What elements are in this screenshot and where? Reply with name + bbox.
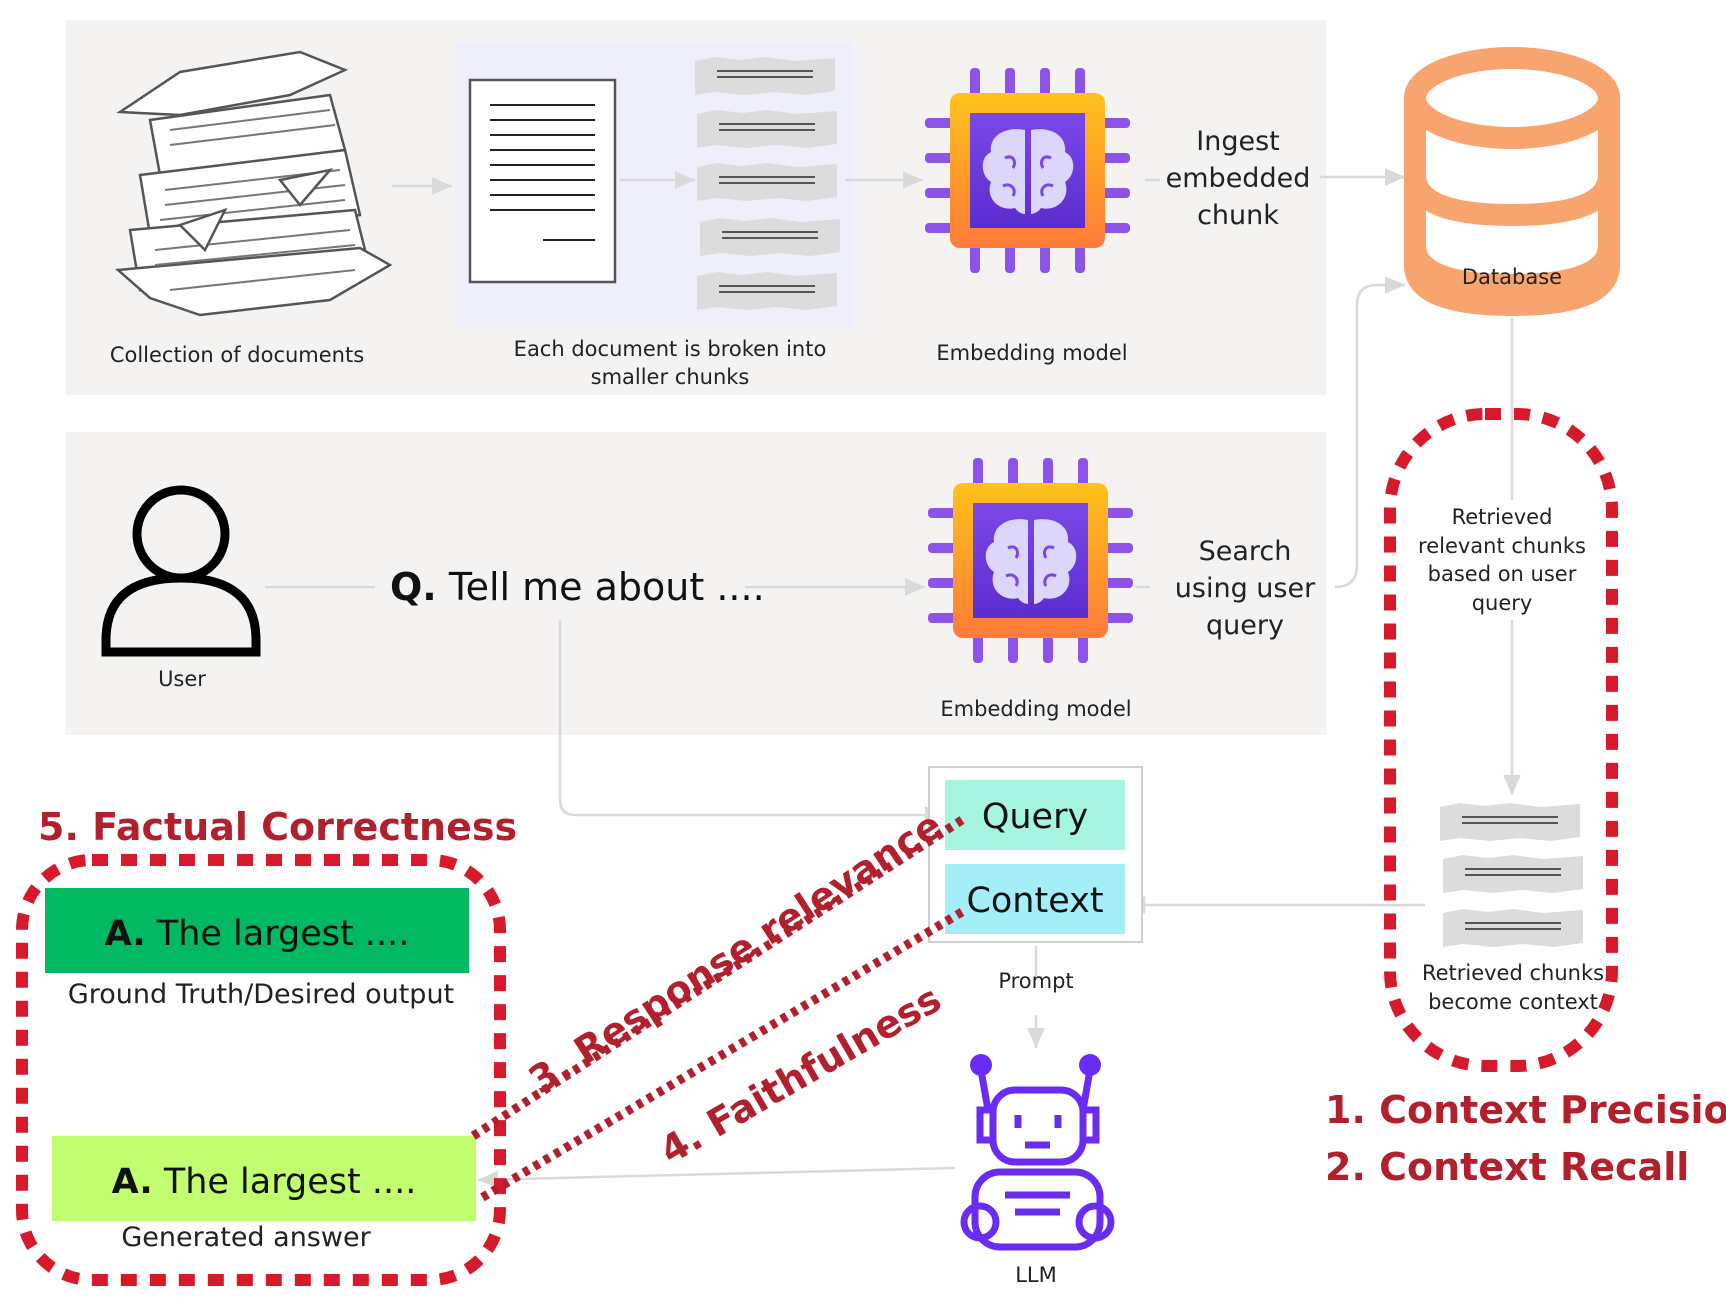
user-label: User	[158, 667, 206, 691]
retrieved-line1: Retrieved	[1452, 505, 1553, 529]
retrieved-chunk-icon	[1442, 908, 1584, 948]
embedding-label-query: Embedding model	[940, 697, 1131, 721]
ingest-line1: Ingest	[1196, 126, 1279, 157]
embedding-model-icon-query	[926, 456, 1135, 665]
generated-answer-caption: Generated answer	[121, 1222, 371, 1253]
metric-factual-correctness: 5. Factual Correctness	[38, 805, 517, 849]
response-relevance-connector	[467, 816, 965, 1142]
retrieved-chunk-icon	[1442, 854, 1584, 894]
ground-truth-text: A. The largest ....	[105, 914, 410, 954]
generated-answer-text: A. The largest ....	[112, 1162, 417, 1202]
database-label: Database	[1462, 265, 1562, 289]
ingest-line2: embedded	[1166, 163, 1311, 194]
context-metrics-outline	[1384, 408, 1618, 1072]
retrieved-line2: relevant chunks	[1418, 534, 1586, 558]
ingest-line3: chunk	[1197, 200, 1279, 231]
chunks-label-line1: Each document is broken into	[514, 337, 827, 361]
context-line2: become context	[1428, 990, 1598, 1014]
retrieved-chunk-icon	[1439, 802, 1581, 842]
metric-faithfulness: 4. Faithfulness	[653, 976, 949, 1172]
search-line3: query	[1206, 610, 1284, 641]
ground-truth-box	[45, 888, 469, 973]
embedding-label-top: Embedding model	[936, 341, 1127, 365]
chunk-icon	[699, 217, 841, 257]
chunk-icon	[696, 109, 838, 149]
metric-context-recall: 2. Context Recall	[1325, 1145, 1689, 1189]
documents-pile-icon	[114, 50, 393, 317]
question-text: Q. Tell me about ....	[390, 565, 765, 609]
chunk-icon	[694, 56, 836, 96]
context-line1: Retrieved chunks	[1422, 961, 1604, 985]
chunk-icon	[696, 162, 838, 202]
retrieved-line3: based on user	[1428, 562, 1577, 586]
generated-answer-box	[52, 1136, 476, 1221]
ground-truth-caption: Ground Truth/Desired output	[68, 979, 454, 1010]
retrieved-line4: query	[1472, 591, 1533, 615]
database-icon	[1404, 47, 1620, 317]
prompt-query-label: Query	[982, 797, 1088, 837]
prompt-context-box	[945, 864, 1125, 934]
prompt-label: Prompt	[998, 969, 1073, 993]
prompt-query-box	[945, 780, 1125, 850]
llm-label: LLM	[1015, 1263, 1057, 1287]
embedding-model-icon	[923, 66, 1132, 275]
search-line2: using user	[1175, 573, 1316, 604]
chunk-icon	[696, 271, 838, 311]
metric-context-precision: 1. Context Precision	[1325, 1088, 1726, 1132]
search-line1: Search	[1199, 536, 1292, 567]
llm-robot-icon	[960, 1069, 1115, 1251]
faithfulness-connector	[475, 908, 965, 1204]
chunks-label-line2: smaller chunks	[591, 365, 750, 389]
prompt-context-label: Context	[966, 881, 1103, 921]
document-icon	[468, 78, 617, 284]
factual-correctness-outline	[16, 854, 506, 1286]
documents-label: Collection of documents	[110, 343, 364, 367]
user-icon	[101, 485, 261, 657]
